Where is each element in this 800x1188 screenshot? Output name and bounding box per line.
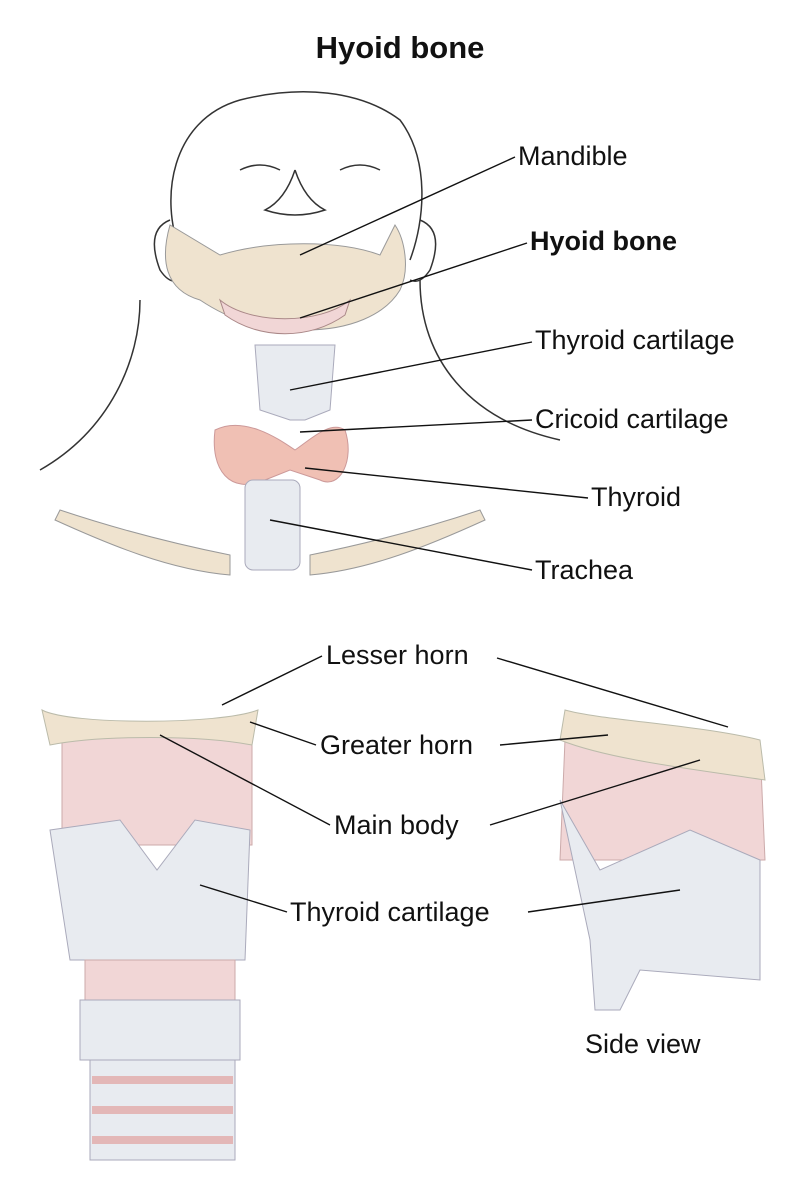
label-greater-horn: Greater horn [320, 730, 474, 760]
label-thyroid-cartilage: Thyroid cartilage [535, 325, 735, 355]
clavicles [54, 509, 486, 576]
label-hyoid-bone: Hyoid bone [530, 226, 677, 256]
label-main-body: Main body [334, 810, 459, 840]
label-thyroid-cartilage-detail: Thyroid cartilage [290, 897, 490, 927]
hyoid-detail-front [41, 709, 259, 1161]
hyoid-detail-side [559, 709, 766, 1011]
label-cricoid-cartilage: Cricoid cartilage [535, 404, 729, 434]
mandible-shape [164, 224, 406, 331]
hyoid-front [218, 298, 352, 335]
label-trachea: Trachea [535, 555, 634, 585]
thyroid-gland-front [213, 424, 349, 485]
label-thyroid: Thyroid [591, 482, 682, 512]
label-lesser-horn: Lesser horn [326, 640, 469, 670]
head-outline [39, 91, 561, 471]
label-side-view: Side view [585, 1029, 701, 1059]
page-title: Hyoid bone [315, 30, 485, 65]
thyroid-cartilage-front [254, 344, 336, 421]
trachea-front [244, 479, 301, 571]
leader-lines [159, 156, 729, 913]
label-mandible: Mandible [518, 141, 628, 171]
